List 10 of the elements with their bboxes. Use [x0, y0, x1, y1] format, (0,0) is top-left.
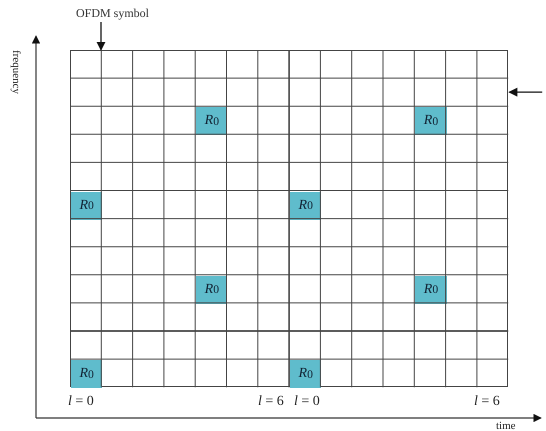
- grid-box: [70, 50, 508, 388]
- time-index-label: l = 6: [474, 394, 500, 410]
- time-index-label: l = 6: [258, 394, 284, 410]
- arrow: [508, 88, 542, 97]
- axis-label: frequency: [10, 50, 22, 94]
- arrow: [96, 22, 106, 51]
- axis-label: time: [496, 420, 516, 431]
- annotation: OFDM symbol: [76, 6, 156, 22]
- time-index-label: l = 0: [294, 394, 320, 410]
- time-index-label: l = 0: [68, 394, 94, 410]
